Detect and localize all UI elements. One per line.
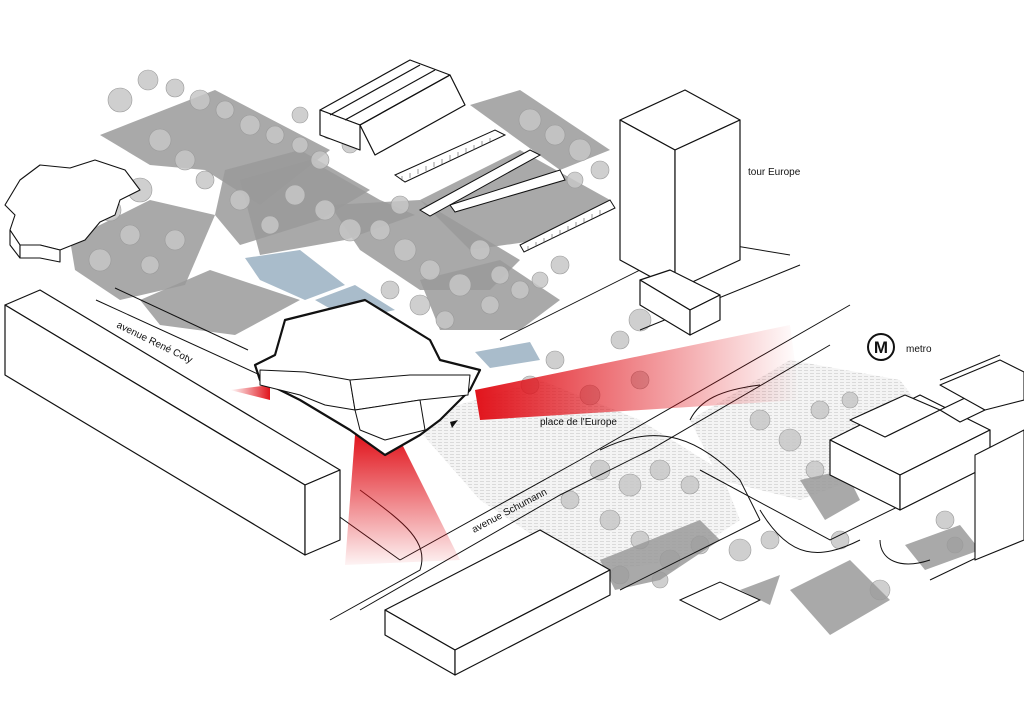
parking-lots bbox=[393, 129, 616, 253]
entrance-arrow bbox=[450, 420, 458, 428]
label-metro: metro bbox=[906, 344, 932, 355]
tour-europe bbox=[619, 89, 741, 336]
building-upper-left bbox=[4, 159, 141, 263]
view-cones bbox=[230, 325, 800, 565]
vault-hall bbox=[319, 59, 466, 156]
lot-outlines bbox=[678, 581, 762, 621]
lower-building-schumann bbox=[384, 529, 611, 676]
building-right-edge bbox=[939, 359, 1024, 561]
label-tour-europe: tour Europe bbox=[748, 167, 801, 178]
label-place-europe: place de l'Europe bbox=[540, 417, 617, 428]
long-building-coty bbox=[4, 289, 341, 556]
metro-symbol-letter: M bbox=[874, 338, 888, 357]
project-building bbox=[253, 298, 482, 457]
metro-circle-icon: M bbox=[867, 333, 895, 361]
